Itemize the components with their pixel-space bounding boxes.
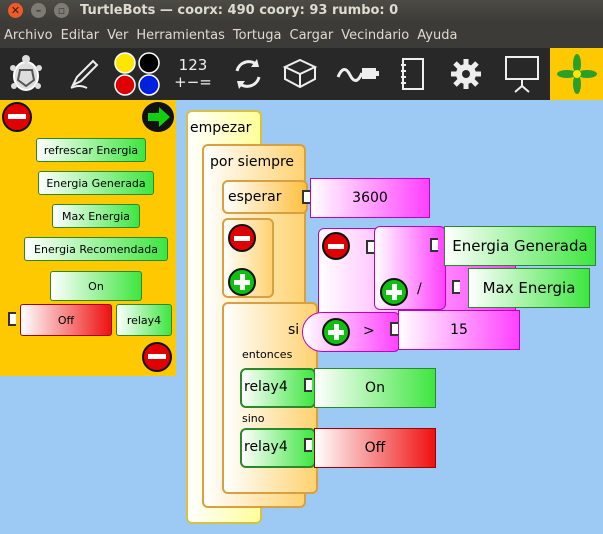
block-palette: refrescar Energia Energia Generada Max E… [0, 100, 176, 376]
relay-else-label: relay4 [244, 439, 288, 455]
start-label: empezar [190, 120, 252, 136]
collapse-palette-icon[interactable] [2, 102, 32, 132]
pen-icon[interactable] [62, 48, 106, 100]
extras-icon[interactable] [278, 48, 322, 100]
minimize-icon[interactable]: – [31, 3, 46, 18]
menu-ayuda[interactable]: Ayuda [417, 27, 458, 43]
palette-block-max-energia[interactable]: Max Energia [52, 204, 140, 228]
wait-label: esperar [228, 189, 282, 205]
greater-operator: > [363, 323, 375, 339]
color-red [114, 74, 136, 96]
menu-bar: Archivo Editar Ver Herramientas Tortuga … [0, 22, 603, 48]
sensor-energia-generada[interactable]: Energia Generada [444, 226, 596, 266]
color-black [138, 52, 160, 74]
close-icon[interactable]: ✕ [8, 3, 23, 18]
relay-then-label: relay4 [244, 379, 288, 395]
if-expand-icon[interactable] [228, 268, 256, 296]
numbers-top: 123 [178, 56, 208, 74]
color-blue [138, 74, 160, 96]
palette-block-relay4[interactable]: relay4 [116, 304, 172, 336]
relay-else-block[interactable]: relay4 [240, 428, 316, 468]
color-yellow [114, 52, 136, 74]
delete-palette-icon[interactable] [142, 342, 172, 372]
presentation-icon[interactable] [500, 48, 544, 100]
menu-editar[interactable]: Editar [60, 27, 100, 43]
block-canvas: empezar por siempre esperar 3600 si ento… [176, 100, 603, 534]
numbers-icon[interactable]: 123 +−= [170, 48, 216, 100]
compare-collapse-icon[interactable] [322, 232, 350, 260]
turtle-icon[interactable] [4, 48, 48, 100]
menu-archivo[interactable]: Archivo [4, 27, 53, 43]
next-palette-icon[interactable] [142, 102, 174, 132]
title-bar: ✕ – ▫ TurtleBots — coorx: 490 coory: 93 … [0, 0, 603, 22]
greater-block[interactable]: > [302, 312, 400, 352]
butia-icon[interactable] [550, 48, 603, 100]
colors-icon[interactable] [112, 48, 162, 100]
divide-operator: / [417, 281, 422, 297]
maximize-icon[interactable]: ▫ [54, 3, 69, 18]
numbers-bottom: +−= [174, 73, 212, 91]
then-label: entonces [242, 348, 293, 361]
relay-then-value[interactable]: On [314, 368, 436, 408]
palette-block-refrescar-energia[interactable]: refrescar Energia [36, 138, 146, 162]
menu-ver[interactable]: Ver [107, 27, 129, 43]
menu-vecindario[interactable]: Vecindario [341, 27, 410, 43]
relay-then-block[interactable]: relay4 [240, 368, 316, 408]
window-title: TurtleBots — coorx: 490 coory: 93 rumbo:… [80, 3, 399, 18]
relay-else-value[interactable]: Off [314, 428, 436, 468]
menu-cargar[interactable]: Cargar [289, 27, 334, 43]
palette-block-off[interactable]: Off [20, 304, 112, 336]
divide-expand-icon[interactable] [380, 278, 408, 306]
if-collapse-icon[interactable] [228, 224, 256, 252]
settings-icon[interactable] [444, 48, 488, 100]
sensors-icon[interactable] [226, 48, 270, 100]
sensor-max-energia[interactable]: Max Energia [468, 268, 590, 308]
palette-block-energia-recomendada[interactable]: Energia Recomendada [24, 237, 168, 261]
flow-icon[interactable] [334, 48, 382, 100]
compare-value[interactable]: 15 [398, 310, 520, 350]
if-label: si [288, 322, 300, 338]
greater-expand-icon[interactable] [322, 318, 350, 346]
forever-label: por siempre [210, 154, 295, 170]
palette-block-energia-generada[interactable]: Energia Generada [38, 171, 154, 195]
else-label: sino [242, 412, 265, 425]
palette-block-on[interactable]: On [50, 271, 142, 301]
wait-value[interactable]: 3600 [310, 178, 430, 218]
menu-tortuga[interactable]: Tortuga [232, 27, 282, 43]
notebook-icon[interactable] [390, 48, 434, 100]
wait-block[interactable]: esperar [222, 180, 308, 214]
toolbar: 123 +−= [0, 48, 603, 100]
menu-herramientas[interactable]: Herramientas [136, 27, 225, 43]
